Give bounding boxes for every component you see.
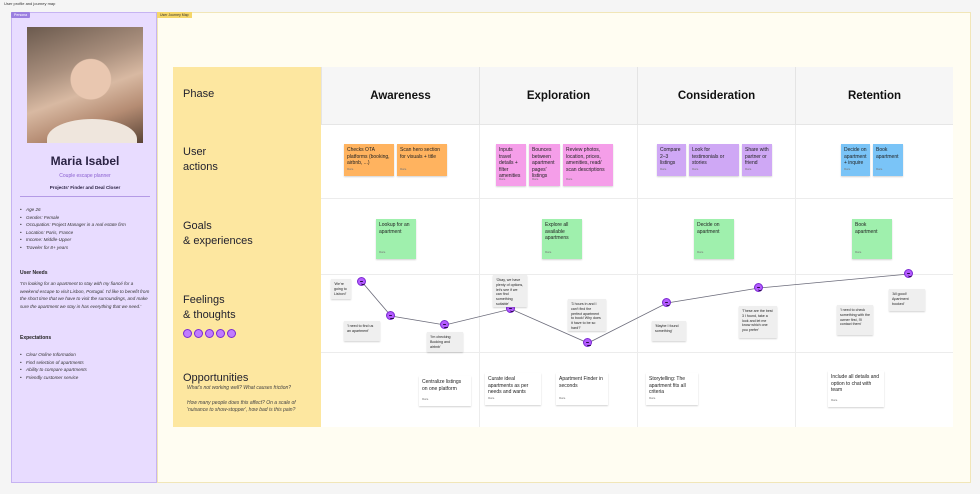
expectation-item: Clear Online Information xyxy=(20,351,150,359)
fact-item: Traveler for 8+ years xyxy=(20,244,150,252)
action-sticky[interactable]: Checks OTA platforms (booking, airbnb, .… xyxy=(344,144,394,176)
action-sticky[interactable]: Inputs travel details + filter amenities… xyxy=(496,144,526,186)
row-label-goals: Goals & experiences xyxy=(183,220,253,247)
expectations-list: Clear Online Information Find selection … xyxy=(20,351,150,381)
row-label-column xyxy=(173,125,321,427)
emotion-curve xyxy=(361,274,910,344)
phase-exploration: Exploration xyxy=(479,67,637,125)
row-label-opportunities: Opportunities xyxy=(183,372,249,384)
persona-divider xyxy=(20,196,150,197)
persona-tag: Persona xyxy=(11,12,31,18)
page-title: User profile and journey map xyxy=(4,1,56,6)
emotion-smile-icon xyxy=(754,283,763,292)
row-label-feelings: Feelings & thoughts xyxy=(183,294,236,321)
fact-item: Occupation: Project Manager in a real es… xyxy=(20,221,150,229)
fact-item: Age 26 xyxy=(20,206,150,214)
expectation-item: Friendly customer service xyxy=(20,374,150,382)
emoji-legend-sad-icon xyxy=(216,329,225,338)
opportunity-card[interactable]: Curate ideal apartments as per needs and… xyxy=(485,373,541,405)
emotion-sad-icon xyxy=(386,311,395,320)
persona-facts: Age 26 Gender: Female Occupation: Projec… xyxy=(20,206,150,251)
phase-label-cell xyxy=(173,67,321,125)
opportunities-subtitle: What's not working well? What causes fri… xyxy=(187,385,292,391)
thought-sticky[interactable]: 'I need to find us an apartment' xyxy=(344,321,380,341)
expectation-item: Ability to compare apartments xyxy=(20,366,150,374)
emoji-legend-neutral-icon xyxy=(205,329,214,338)
thought-sticky[interactable]: '3 hours in and I can't find the perfect… xyxy=(568,299,606,331)
emotion-sad-icon xyxy=(440,320,449,329)
thought-sticky[interactable]: 'We're going to Lisbon!' xyxy=(331,279,351,299)
phase-retention: Retention xyxy=(795,67,953,125)
fact-item: Income: Middle-Upper xyxy=(20,236,150,244)
thought-sticky[interactable]: 'Maybe I found something' xyxy=(652,321,686,341)
thought-sticky[interactable]: 'I'm checking Booking and airbnb' xyxy=(427,332,463,352)
persona-card: Maria Isabel Couple escape planner Proje… xyxy=(11,12,157,483)
persona-project: Projects' Finder and Deal Closer xyxy=(49,185,121,190)
emotion-happy-icon xyxy=(904,269,913,278)
emoji-legend-happy-icon xyxy=(183,329,192,338)
thought-sticky[interactable]: 'These are the best 3 I found, take a lo… xyxy=(739,306,777,338)
thought-sticky[interactable]: 'All good! Apartment booked' xyxy=(889,289,925,311)
row-label-actions: User actions xyxy=(183,146,218,173)
emoji-legend-angry-icon xyxy=(227,329,236,338)
thought-sticky[interactable]: 'Okay, we have plenty of options, let's … xyxy=(493,275,527,307)
persona-role: Couple escape planner xyxy=(59,173,111,179)
persona-photo xyxy=(27,27,143,143)
emotion-neutral-icon xyxy=(662,298,671,307)
thought-sticky[interactable]: 'I need to check something with the owne… xyxy=(837,305,873,335)
journey-tag: User Journey Map xyxy=(157,12,192,18)
persona-name: Maria Isabel xyxy=(50,154,120,168)
expectations-heading: Expectations xyxy=(20,335,52,341)
emotion-angry-icon xyxy=(583,338,592,347)
action-sticky[interactable]: Bounces between apartment pages' listing… xyxy=(529,144,560,186)
expectation-item: Find selection of apartments xyxy=(20,359,150,367)
opportunities-description: How many people does this affect? On a s… xyxy=(187,400,296,413)
needs-quote: 'I'm looking for an apartment to stay wi… xyxy=(20,281,150,309)
fact-item: Location: Paris, France xyxy=(20,229,150,237)
emotion-happy-icon xyxy=(357,277,366,286)
phase-consideration: Consideration xyxy=(637,67,795,125)
opportunity-card[interactable]: Include all details and option to chat w… xyxy=(828,371,884,407)
emoji-legend-smile-icon xyxy=(194,329,203,338)
opportunity-card[interactable]: Storytelling: The apartment fits all cri… xyxy=(646,373,698,405)
action-sticky[interactable]: Review photos, location, prices, ameniti… xyxy=(563,144,613,186)
fact-item: Gender: Female xyxy=(20,214,150,222)
phase-label: Phase xyxy=(183,88,215,100)
phase-awareness: Awareness xyxy=(321,67,479,125)
needs-heading: User Needs xyxy=(20,270,48,276)
journey-grid: Phase Awareness Exploration Consideratio… xyxy=(173,67,953,427)
